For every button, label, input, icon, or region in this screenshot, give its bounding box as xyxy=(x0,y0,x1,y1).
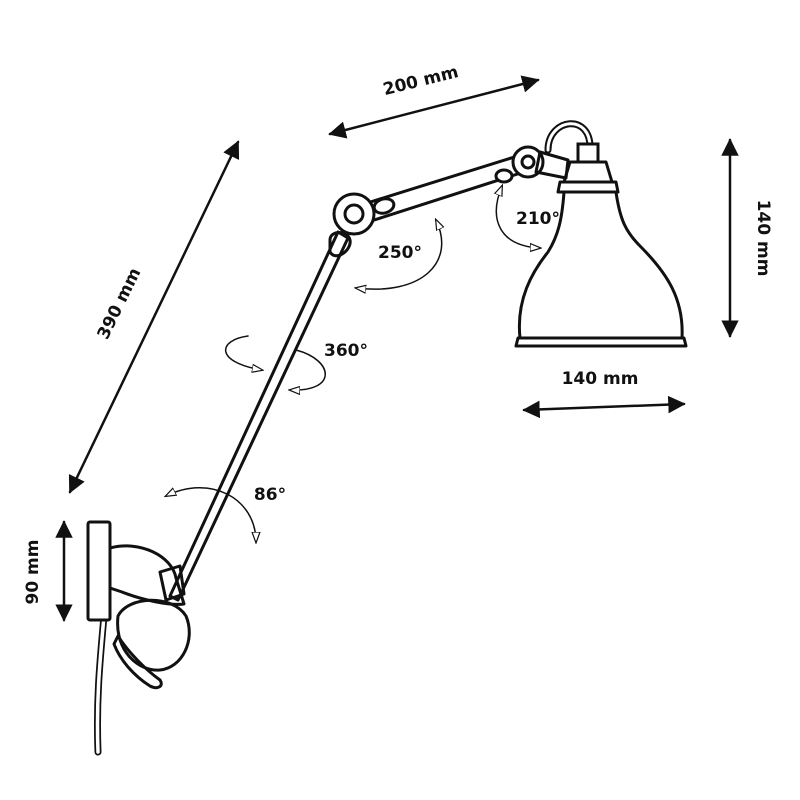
bracket-hinge xyxy=(158,564,186,602)
shade-joint-inner xyxy=(520,154,536,170)
rotation-swivel-arrow-front xyxy=(290,349,326,390)
elbow-screw xyxy=(372,197,396,215)
shade-screw xyxy=(494,168,514,184)
label-base-tilt-rotation: 86° xyxy=(254,485,286,505)
shade-rim xyxy=(514,336,688,348)
label-elbow-rotation: 250° xyxy=(378,243,422,263)
label-lower-arm: 390 mm xyxy=(94,265,146,343)
shade-hook-inner xyxy=(546,122,592,152)
dimension-shade-width-arrow xyxy=(522,395,686,419)
socket-body xyxy=(562,160,614,184)
label-shade-width: 140 mm xyxy=(562,369,639,389)
label-shade-rotation: 210° xyxy=(516,209,560,229)
bracket-knob xyxy=(116,598,191,672)
dimension-upper-arm-arrow xyxy=(328,75,540,139)
power-cord-inner xyxy=(95,614,106,754)
rotation-elbow-arrow xyxy=(356,220,442,289)
elbow-joint-inner xyxy=(343,203,365,225)
rotation-shade-arrow xyxy=(496,186,540,248)
lower-arm-cap xyxy=(328,231,352,258)
label-swivel-rotation: 360° xyxy=(324,341,368,361)
socket-top xyxy=(576,142,600,164)
label-upper-arm: 200 mm xyxy=(381,62,460,100)
label-base-height: 90 mm xyxy=(23,539,43,604)
bracket-knob-handle xyxy=(112,634,163,690)
rotation-base-tilt-arrow xyxy=(166,488,256,542)
socket-ring xyxy=(556,180,620,194)
label-shade-height: 140 mm xyxy=(753,200,773,277)
rotation-swivel-arrow-back xyxy=(224,335,262,370)
lower-arm xyxy=(168,230,350,602)
dimension-lower-arm-arrow xyxy=(68,140,240,494)
wall-plate xyxy=(86,520,112,622)
wall-bracket xyxy=(108,544,186,606)
